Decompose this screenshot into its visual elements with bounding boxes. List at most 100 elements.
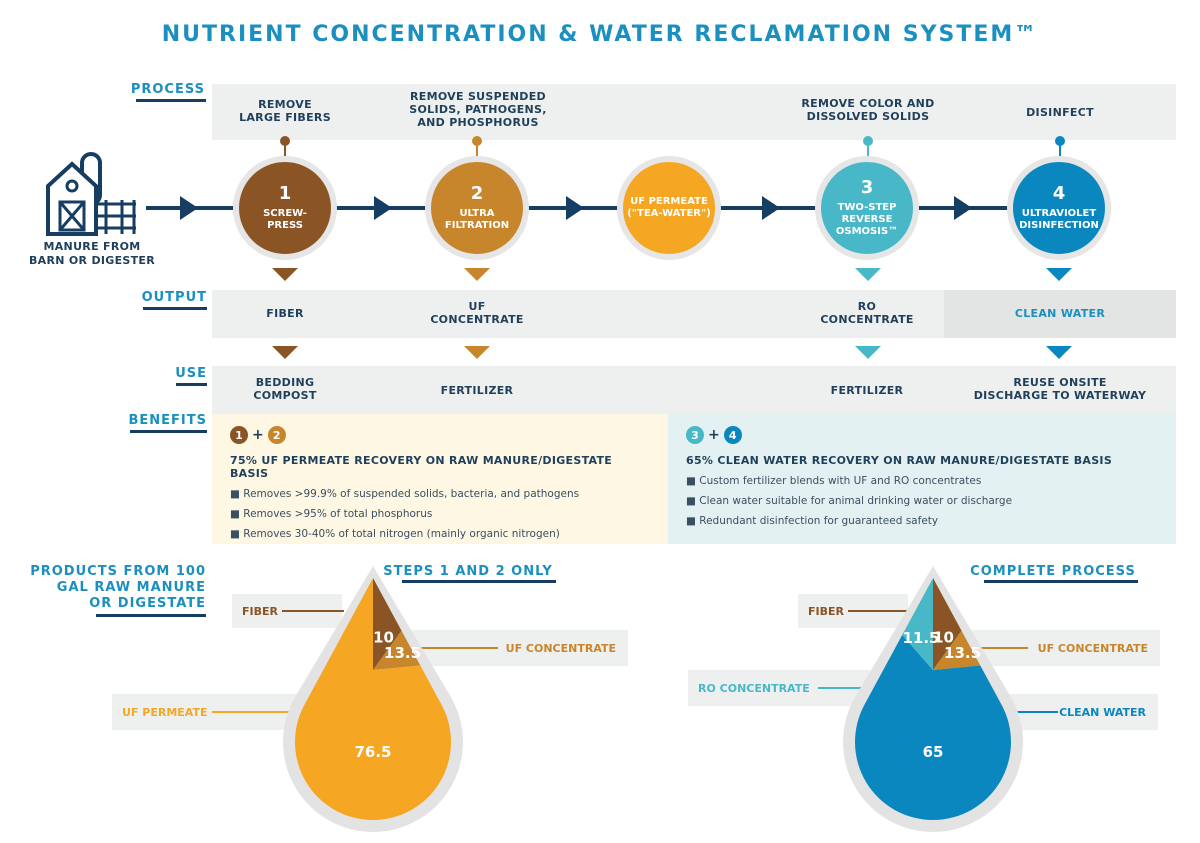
benefit-item: ■ Custom fertilizer blends with UF and R… xyxy=(686,475,982,487)
slice-value-label: 65 xyxy=(923,743,944,761)
pin-stem xyxy=(1059,144,1061,156)
down-arrow-icon xyxy=(272,346,298,359)
leader-line xyxy=(976,647,1028,649)
page-title: NUTRIENT CONCENTRATION & WATER RECLAMATI… xyxy=(161,22,1039,47)
pin-icon xyxy=(472,136,482,146)
benefits-right-headline: 65% CLEAN WATER RECOVERY ON RAW MANURE/D… xyxy=(686,454,1113,467)
down-arrow-icon xyxy=(855,346,881,359)
benefit-item: ■ Removes >95% of total phosphorus xyxy=(230,508,433,520)
pin-icon xyxy=(863,136,873,146)
legend-label: UF CONCENTRATE xyxy=(505,641,616,655)
step-badge: 3 xyxy=(686,426,704,444)
flow-arrow-icon xyxy=(374,196,392,220)
step2-number: 2 xyxy=(470,183,484,204)
legend-label: FIBER xyxy=(242,604,278,618)
down-arrow-icon xyxy=(464,268,490,281)
use-fertilizer-uf: FERTILIZER xyxy=(440,384,514,397)
source-label-line1: MANURE FROM xyxy=(43,240,141,253)
row-label-output: OUTPUT xyxy=(141,290,207,305)
slice-value-label: 13.5 xyxy=(944,644,981,662)
leader-line xyxy=(848,610,910,612)
pie-slice-uf-permeate xyxy=(295,578,451,820)
permeate-circle: UF PERMEATE ("TEA-WATER") xyxy=(617,156,721,260)
slice-value-label: 10 xyxy=(933,629,954,647)
step-badge: 1 xyxy=(230,426,248,444)
legend-uf-permeate: UF PERMEATE xyxy=(112,694,302,730)
step2-name: ULTRA FILTRATION xyxy=(444,208,510,231)
row-label-underline xyxy=(176,383,207,386)
step2-circle: 2 ULTRA FILTRATION xyxy=(425,156,529,260)
output-fiber: FIBER xyxy=(266,307,304,320)
use-reuse-discharge: REUSE ONSITE DISCHARGE TO WATERWAY xyxy=(973,376,1147,402)
slice-value-label: 10 xyxy=(373,629,394,647)
benefit-item-text: Redundant disinfection for guaranteed sa… xyxy=(699,515,939,527)
benefit-item-text: Removes >99.9% of suspended solids, bact… xyxy=(243,488,580,500)
chart1-title-underline xyxy=(402,580,556,583)
step4-circle: 4 ULTRAVIOLET DISINFECTION xyxy=(1007,156,1111,260)
permeate-name: UF PERMEATE ("TEA-WATER") xyxy=(627,196,711,219)
row-label-underline xyxy=(143,307,207,310)
leader-line xyxy=(1000,711,1058,713)
step3-purpose: REMOVE COLOR AND DISSOLVED SOLIDS xyxy=(801,97,935,123)
legend-label: UF PERMEATE xyxy=(122,705,208,719)
step1-purpose: REMOVE LARGE FIBERS xyxy=(239,98,331,124)
leader-line xyxy=(818,687,862,689)
step1-circle: 1 SCREW- PRESS xyxy=(233,156,337,260)
benefit-item-text: Removes >95% of total phosphorus xyxy=(243,508,433,520)
flow-arrow-icon xyxy=(762,196,780,220)
clean-water-highlight xyxy=(944,290,1176,338)
leader-line xyxy=(410,647,498,649)
benefits-left-headline: 75% UF PERMEATE RECOVERY ON RAW MANURE/D… xyxy=(230,454,613,480)
flow-arrow-icon xyxy=(180,196,198,220)
row-label-underline xyxy=(136,99,206,102)
leader-line xyxy=(282,610,344,612)
chart2-title: COMPLETE PROCESS xyxy=(970,564,1136,579)
slice-value-label: 76.5 xyxy=(354,743,391,761)
step-badge: 2 xyxy=(267,426,286,444)
process-band xyxy=(212,84,1176,140)
legend-label: FIBER xyxy=(808,604,844,618)
step3-circle: 3 TWO-STEP REVERSE OSMOSIS™ xyxy=(815,156,919,260)
use-bedding-compost: BEDDING COMPOST xyxy=(253,376,317,402)
source-label-line2: BARN OR DIGESTER xyxy=(28,254,156,267)
benefit-item: ■ Removes >99.9% of suspended solids, ba… xyxy=(230,488,580,500)
chart1-title: STEPS 1 AND 2 ONLY xyxy=(383,564,553,579)
pin-stem xyxy=(476,144,478,156)
products-label-underline xyxy=(96,614,206,617)
down-arrow-icon xyxy=(855,268,881,281)
legend-label: CLEAN WATER xyxy=(1059,705,1146,719)
row-label-use: USE xyxy=(175,366,207,381)
pin-stem xyxy=(284,144,286,156)
use-fertilizer-ro: FERTILIZER xyxy=(830,384,904,397)
step4-number: 4 xyxy=(1052,183,1066,204)
down-arrow-icon xyxy=(272,268,298,281)
step1-number: 1 xyxy=(278,183,292,204)
benefits-right-badges: 3 + 4 xyxy=(686,426,1158,444)
slice-value-label: 13.5 xyxy=(384,644,421,662)
step-badge: 4 xyxy=(723,426,742,444)
leader-line xyxy=(212,711,292,713)
down-arrow-icon xyxy=(1046,346,1072,359)
step4-name: ULTRAVIOLET DISINFECTION xyxy=(1019,208,1099,231)
step3-number: 3 xyxy=(860,177,874,198)
benefit-item-text: Removes 30-40% of total nitrogen (mainly… xyxy=(243,528,560,540)
legend-label: RO CONCENTRATE xyxy=(698,681,810,695)
benefit-item: ■ Removes 30-40% of total nitrogen (main… xyxy=(230,528,560,540)
row-label-process: PROCESS xyxy=(130,82,205,97)
flow-arrow-icon xyxy=(954,196,972,220)
plus-sign: + xyxy=(252,427,264,443)
step2-purpose: REMOVE SUSPENDED SOLIDS, PATHOGENS, AND … xyxy=(409,90,547,129)
benefit-item: ■ Clean water suitable for animal drinki… xyxy=(686,495,1013,507)
benefits-left-badges: 1 + 2 xyxy=(230,426,650,444)
down-arrow-icon xyxy=(464,346,490,359)
chart2-title-underline xyxy=(984,580,1138,583)
pin-stem xyxy=(867,144,869,156)
flow-arrow-icon xyxy=(566,196,584,220)
use-band xyxy=(212,366,1176,414)
output-clean-water: CLEAN WATER xyxy=(1014,307,1106,320)
legend-label: UF CONCENTRATE xyxy=(1037,641,1148,655)
benefits-left: 1 + 2 75% UF PERMEATE RECOVERY ON RAW MA… xyxy=(212,414,668,544)
benefit-item: ■ Redundant disinfection for guaranteed … xyxy=(686,515,939,527)
